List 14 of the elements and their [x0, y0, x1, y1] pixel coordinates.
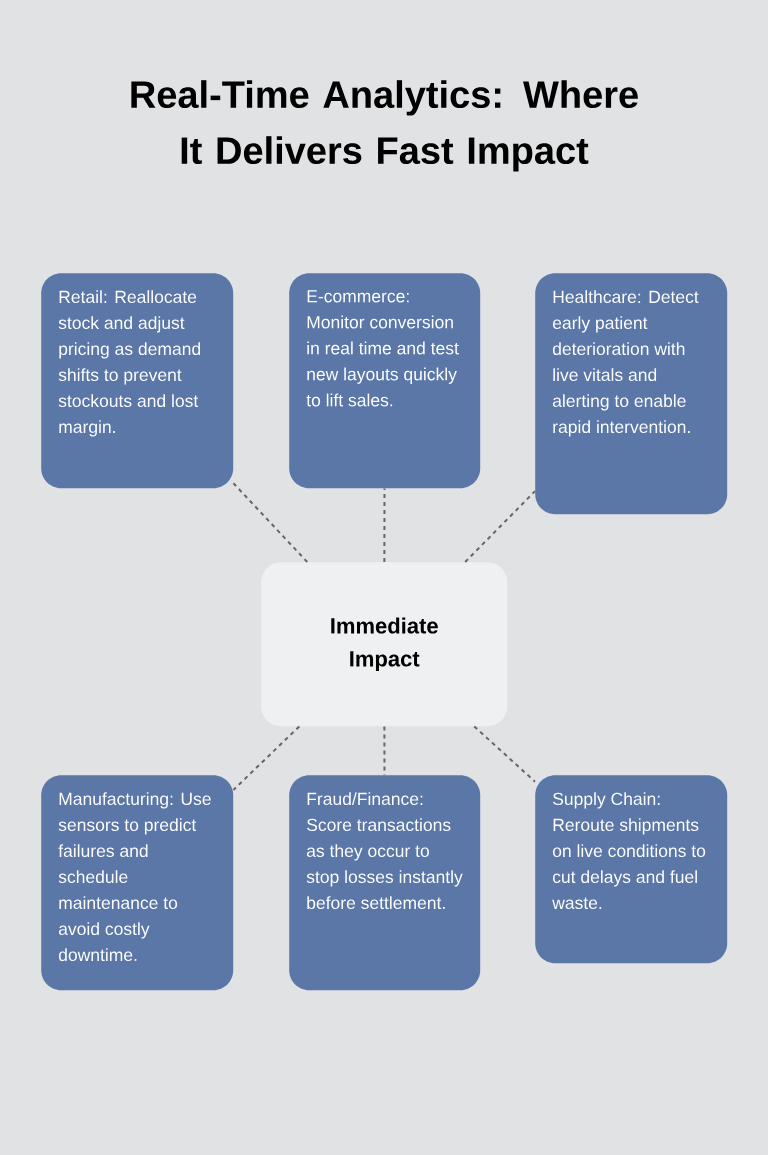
text-card: Supply Chain: Reroute shipments on live conditions to cut delays and fuel waste. [535, 775, 728, 964]
connector-line [383, 487, 386, 563]
connector-line [383, 725, 386, 776]
connector-line [464, 490, 536, 563]
center-box: Immediate Impact [261, 562, 508, 727]
connector-line [473, 725, 536, 783]
text-card: Retail: Reallocate stock and adjust pricing as demand shifts to prevent stockouts and lost margin. [41, 273, 234, 489]
text-card: E-commerce: Monitor conversion in real time and test new layouts quickly to lift sales. [289, 273, 481, 489]
text-card: Manufacturing: Use sensors to predict failures and schedule maintenance to avoid costly downtime. [41, 775, 234, 991]
text-card: Healthcare: Detect early patient deterioration with live vitals and alerting to enable rapid intervention. [535, 273, 728, 515]
title: Real-Time Analytics: Where It Delivers Fast Impact [131, 80, 638, 172]
text-card: Fraud/Finance: Score transactions as they occur to stop losses instantly before settlement. [289, 775, 481, 991]
connector-line [232, 725, 301, 791]
connector-line [232, 482, 309, 563]
